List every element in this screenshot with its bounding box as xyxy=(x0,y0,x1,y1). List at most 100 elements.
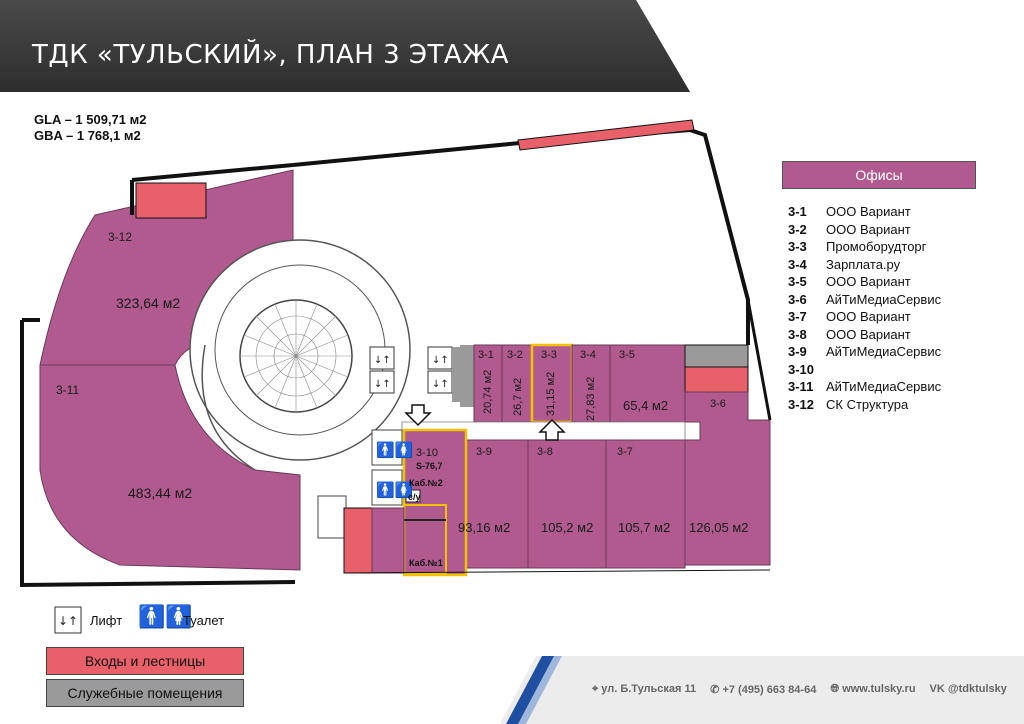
room-3-1-area: 20,74 м2 xyxy=(482,369,494,414)
tenant-name: ООО Вариант xyxy=(826,204,911,219)
room-3-6-code: 3-6 xyxy=(710,398,726,410)
tenant-code: 3-6 xyxy=(788,291,807,307)
room-3-2-code: 3-2 xyxy=(507,349,523,361)
tenant-row: 3-7 ООО Вариант xyxy=(788,308,941,326)
header-background xyxy=(0,0,690,92)
room-3-1-code: 3-1 xyxy=(478,349,494,361)
tenant-name: АйТиМедиаСервис xyxy=(826,291,942,307)
footer-vk[interactable]: VK @tdktulsky xyxy=(929,683,1007,695)
cu-box xyxy=(405,489,421,503)
room-3-10-cu: с/у xyxy=(408,492,421,502)
room-3-10-cab2: Каб.№2 xyxy=(409,478,443,488)
tenant-name: СК Структура xyxy=(826,396,909,412)
room-3-4-code: 3-4 xyxy=(580,349,596,361)
entrance-top xyxy=(517,119,695,151)
room-3-11-area: 483,44 м2 xyxy=(128,485,193,501)
tenant-name: ООО Вариант xyxy=(826,326,911,342)
tenant-name: АйТиМедиаСервис xyxy=(826,344,942,359)
service-room-right xyxy=(684,344,749,368)
tenant-code: 3-4 xyxy=(788,256,807,272)
outer-wall-left xyxy=(131,163,294,182)
tenant-code: 3-2 xyxy=(788,221,807,237)
svg-text:🚹🚺: 🚹🚺 xyxy=(376,441,413,459)
entrance-top-left xyxy=(135,182,207,219)
toilet-icon: 🚹🚺 xyxy=(138,604,193,629)
room-3-6-shape xyxy=(684,391,771,566)
tenant-name: Зарплата.ру xyxy=(826,256,901,272)
tenant-name: ООО Вариант xyxy=(826,309,911,324)
room-3-8-code: 3-8 xyxy=(537,446,553,458)
page-title: ТДК «ТУЛЬСКИЙ», ПЛАН 3 ЭТАЖА xyxy=(32,40,510,70)
tenant-code: 3-8 xyxy=(788,326,807,342)
area-stats: GLA – 1 509,71 м2 GBA – 1 768,1 м2 xyxy=(34,112,146,144)
room-3-3-area: 31,15 м2 xyxy=(545,371,557,416)
tenant-row: 3-4 Зарплата.ру xyxy=(788,256,941,274)
atrium-dome-lines xyxy=(240,300,352,412)
toilet-room-2 xyxy=(371,469,403,506)
tenant-name: ООО Вариант xyxy=(826,274,911,289)
room-3-11-shape xyxy=(39,364,301,571)
gba-stat: GBA – 1 768,1 м2 xyxy=(34,128,141,143)
room-3-10-area: S-76,7 xyxy=(416,461,443,471)
service-key: Служебные помещения xyxy=(46,679,244,707)
room-3-4-shape xyxy=(571,344,611,423)
room-3-2-shape xyxy=(501,344,533,423)
room-3-3-shape xyxy=(530,343,574,424)
tenant-code: 3-7 xyxy=(788,309,807,324)
tenant-row: 3-8 ООО Вариант xyxy=(788,326,941,344)
room-3-8-shape xyxy=(527,439,607,569)
room-3-10-cab1: Каб.№1 xyxy=(409,558,443,568)
entrance-bottom xyxy=(343,507,373,574)
tenant-row: 3-1 ООО Вариант xyxy=(788,203,941,221)
tenant-row: 3-9 АйТиМедиаСервис xyxy=(788,343,941,361)
room-3-6-area: 126,05 м2 xyxy=(689,520,749,535)
toilet-key-label: Туалет xyxy=(183,613,225,628)
service-room-bottom xyxy=(317,495,347,539)
toilet-room-1 xyxy=(371,429,403,466)
room-3-11-code: 3-11 xyxy=(56,383,80,397)
gla-stat: GLA – 1 509,71 м2 xyxy=(34,112,147,127)
tenant-code: 3-3 xyxy=(788,239,807,254)
tenant-name: Промоборудторг xyxy=(826,239,927,254)
room-3-5-code: 3-5 xyxy=(619,349,635,361)
svg-text:↓↑: ↓↑ xyxy=(58,614,78,628)
room-3-1-shape xyxy=(473,344,503,423)
room-3-7-code: 3-7 xyxy=(617,446,633,458)
room-3-2-area: 26,7 м2 xyxy=(512,377,524,416)
room-3-9-code: 3-9 xyxy=(476,446,492,458)
tenant-code: 3-1 xyxy=(788,204,807,219)
room-3-5-area: 65,4 м2 xyxy=(623,398,669,413)
svg-text:↓↑: ↓↑ xyxy=(432,379,449,390)
svg-text:↓↑: ↓↑ xyxy=(374,379,391,390)
legend-offices-title: Офисы xyxy=(782,161,976,189)
footer-site[interactable]: 🌐︎ www.tulsky.ru xyxy=(830,683,916,695)
footer-band xyxy=(500,656,1024,724)
room-3-8-area: 105,2 м2 xyxy=(541,520,594,535)
tenant-row: 3-6 АйТиМедиаСервис xyxy=(788,291,941,309)
atrium-border xyxy=(201,344,256,471)
footer-contacts: ⌖ ул. Б.Тульская 11 ✆ +7 (495) 663 84-64… xyxy=(592,683,1007,696)
room-3-12-area: 323,64 м2 xyxy=(116,295,181,311)
outer-wall-left-3 xyxy=(20,320,296,588)
room-3-9-shape xyxy=(465,439,529,569)
arrow-3-10 xyxy=(404,404,432,427)
room-3-9-area: 93,16 м2 xyxy=(458,520,511,535)
lift-icon: ↓↑ xyxy=(54,606,82,634)
room-3-4-area: 27,83 м2 xyxy=(585,376,597,421)
entrance-right xyxy=(684,366,749,393)
lift-key-label: Лифт xyxy=(90,613,123,628)
svg-text:↓↑: ↓↑ xyxy=(374,355,391,366)
footer-address: ⌖ ул. Б.Тульская 11 xyxy=(592,683,697,695)
tenant-code: 3-9 xyxy=(788,344,807,359)
entrances-key: Входы и лестницы xyxy=(46,647,244,675)
lift-block-left xyxy=(369,346,395,394)
room-3-7-shape xyxy=(605,439,686,569)
footer-phone[interactable]: ✆ +7 (495) 663 84-64 xyxy=(710,684,817,696)
room-3-10-left xyxy=(371,507,405,574)
